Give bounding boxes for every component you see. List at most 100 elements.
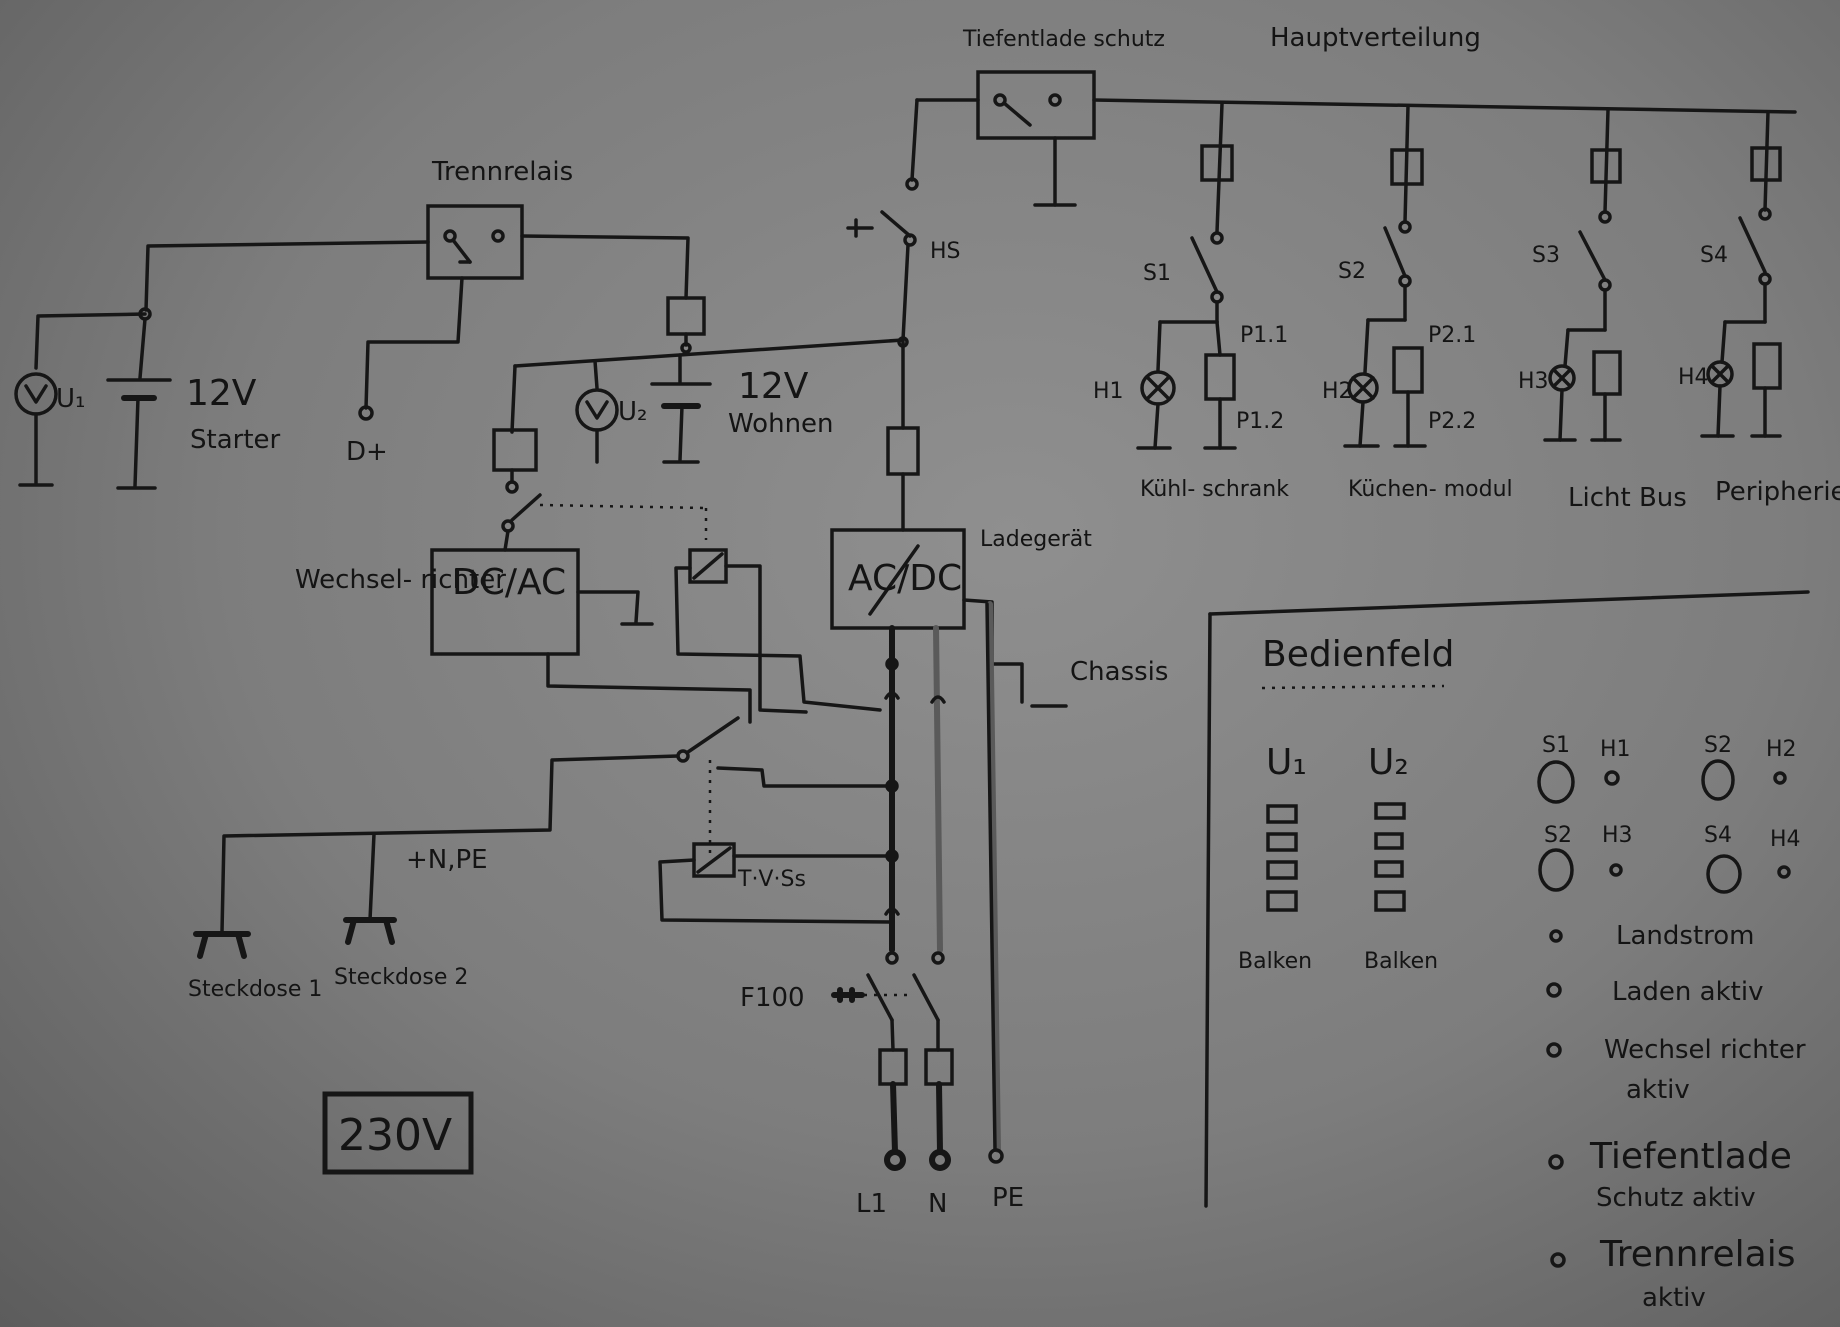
voltage-230v-box [322,1091,474,1175]
circuit-name-kuechenmodul: Küchen- modul [1348,477,1513,502]
switch-label-s4: S4 [1700,243,1728,268]
wohnen-battery-circuit [492,234,905,552]
panel-u2-caption: Balken [1364,949,1438,974]
contact-label-p21: P2.1 [1428,323,1476,348]
branch-peripherie [1700,110,1782,438]
sockets [193,832,397,959]
starter-name-label: Starter [190,425,281,455]
chassis-label: Chassis [1070,657,1168,687]
lamp-label-h1: H1 [1093,379,1124,404]
wechselrichter-label: Wechsel- richter [295,565,506,595]
switch-label-s3: S3 [1532,243,1560,268]
indicator-lamp-tiefentladeschutz-aktiv [1548,1154,1564,1170]
branch-kuehlschrank [1136,102,1237,450]
contact-label-p22: P2.2 [1428,409,1476,434]
contact-label-p11: P1.1 [1240,323,1288,348]
wechselrichter-block [220,503,752,934]
starter-voltage-label: 12V [186,373,257,414]
switch-label-s1: S1 [1143,261,1171,286]
panel-switch-grid [1537,759,1791,894]
panel-switch-s2 [1701,759,1735,801]
d-plus-label: D+ [346,437,388,467]
circuit-name-kuehlschrank: Kühl- schrank [1140,477,1289,502]
ladegeraet-block [830,528,1068,708]
branch-licht-bus [1543,108,1622,442]
panel-indicators [1546,929,1566,1268]
panel-switch-s2b [1538,848,1574,892]
dc-ac-top: DC/AC [452,562,566,603]
panel-switch-label-s2b: S2 [1544,823,1572,848]
panel-switch-label-s4: S4 [1704,823,1732,848]
steckdose1-label: Steckdose 1 [188,977,322,1002]
n-label: N [928,1189,947,1219]
panel-lamp-h4 [1777,865,1791,879]
lamp-label-h2: H2 [1322,379,1353,404]
panel-u1-label: U₁ [1266,742,1307,783]
u1-label: U₁ [56,384,85,414]
indicator-wechselrichter-label: Wechsel richter [1604,1035,1806,1065]
indicator-trennrelais-label2: aktiv [1642,1283,1706,1313]
l1-label: L1 [856,1189,887,1219]
indicator-landstrom-label: Landstrom [1616,921,1755,951]
wire [910,98,919,182]
tvss-label: T·V·Ss [737,867,806,892]
lamp-label-h3: H3 [1518,369,1549,394]
indicator-lamp-landstrom [1549,929,1563,943]
u1-bar-display [1266,804,1298,912]
f100-label: F100 [740,983,805,1013]
indicator-wechselrichter-label2: aktiv [1626,1075,1690,1105]
wohnen-voltage-label: 12V [738,366,809,407]
branch-kuechenmodul [1343,104,1427,448]
bedienfeld-frame [1204,590,1810,1208]
indicator-lamp-trennrelais-aktiv [1550,1252,1566,1268]
tiefentladeschutz-relay [976,70,1096,207]
terminal [905,177,919,191]
panel-lamp-label-h4: H4 [1770,827,1801,852]
panel-lamp-h2 [1773,771,1787,785]
tiefentladeschutz-label: Tiefentlade schutz [962,27,1165,52]
hs-main-switch [846,210,920,532]
circuit-name-licht-bus: Licht Bus [1568,483,1687,513]
branch-labels: S1 H1 P1.1 P1.2 Kühl- schrank S2 H2 P2.1… [1093,243,1840,513]
panel-lamp-label-h1: H1 [1600,737,1631,762]
switch-label-s2: S2 [1338,259,1366,284]
panel-switch-s1 [1537,760,1575,804]
pe-label: PE [992,1183,1024,1213]
indicator-laden-label: Laden aktiv [1612,977,1763,1007]
ac-dc-label: AC/DC [848,558,962,599]
panel-switch-label-s2: S2 [1704,733,1732,758]
u2-label: U₂ [618,397,647,427]
v230-label: 230V [338,1110,452,1161]
panel-u1-caption: Balken [1238,949,1312,974]
panel-lamp-h3 [1609,863,1623,877]
panel-switch-label-s1: S1 [1542,733,1570,758]
starter-battery-circuit [14,240,430,490]
indicator-tiefentlade-label: Tiefentlade [1589,1136,1792,1177]
wohnen-name-label: Wohnen [728,409,834,439]
indicator-tiefentlade-label2: Schutz aktiv [1596,1183,1756,1213]
relay-coil-top [674,548,882,714]
panel-lamp-label-h2: H2 [1766,737,1797,762]
indicator-lamp-wechselrichter-aktiv [1546,1042,1562,1058]
lamp-label-h4: H4 [1678,365,1709,390]
trennrelais-label: Trennrelais [431,157,573,187]
ac-bus [831,601,1004,1171]
u2-bar-display [1374,802,1406,912]
hs-label: HS [930,239,961,264]
trennrelais [426,204,524,280]
main-busbar [1092,98,1797,114]
hauptverteilung-label: Hauptverteilung [1270,23,1481,53]
panel-lamp-label-h3: H3 [1602,823,1633,848]
relay-coil-tvss [658,766,894,924]
panel-lamp-h1 [1604,770,1620,786]
bedienfeld-title: Bedienfeld [1262,634,1454,675]
n-pe-label: +N,PE [406,845,488,875]
contact-label-p12: P1.2 [1236,409,1284,434]
indicator-trennrelais-label: Trennrelais [1599,1234,1795,1275]
circuit-name-peripherie: Peripherie [1715,477,1840,507]
d-plus-wire [358,276,464,421]
indicator-lamp-laden-aktiv [1546,982,1562,998]
panel-u2-label: U₂ [1368,742,1409,783]
ladegeraet-label: Ladegerät [980,527,1092,552]
